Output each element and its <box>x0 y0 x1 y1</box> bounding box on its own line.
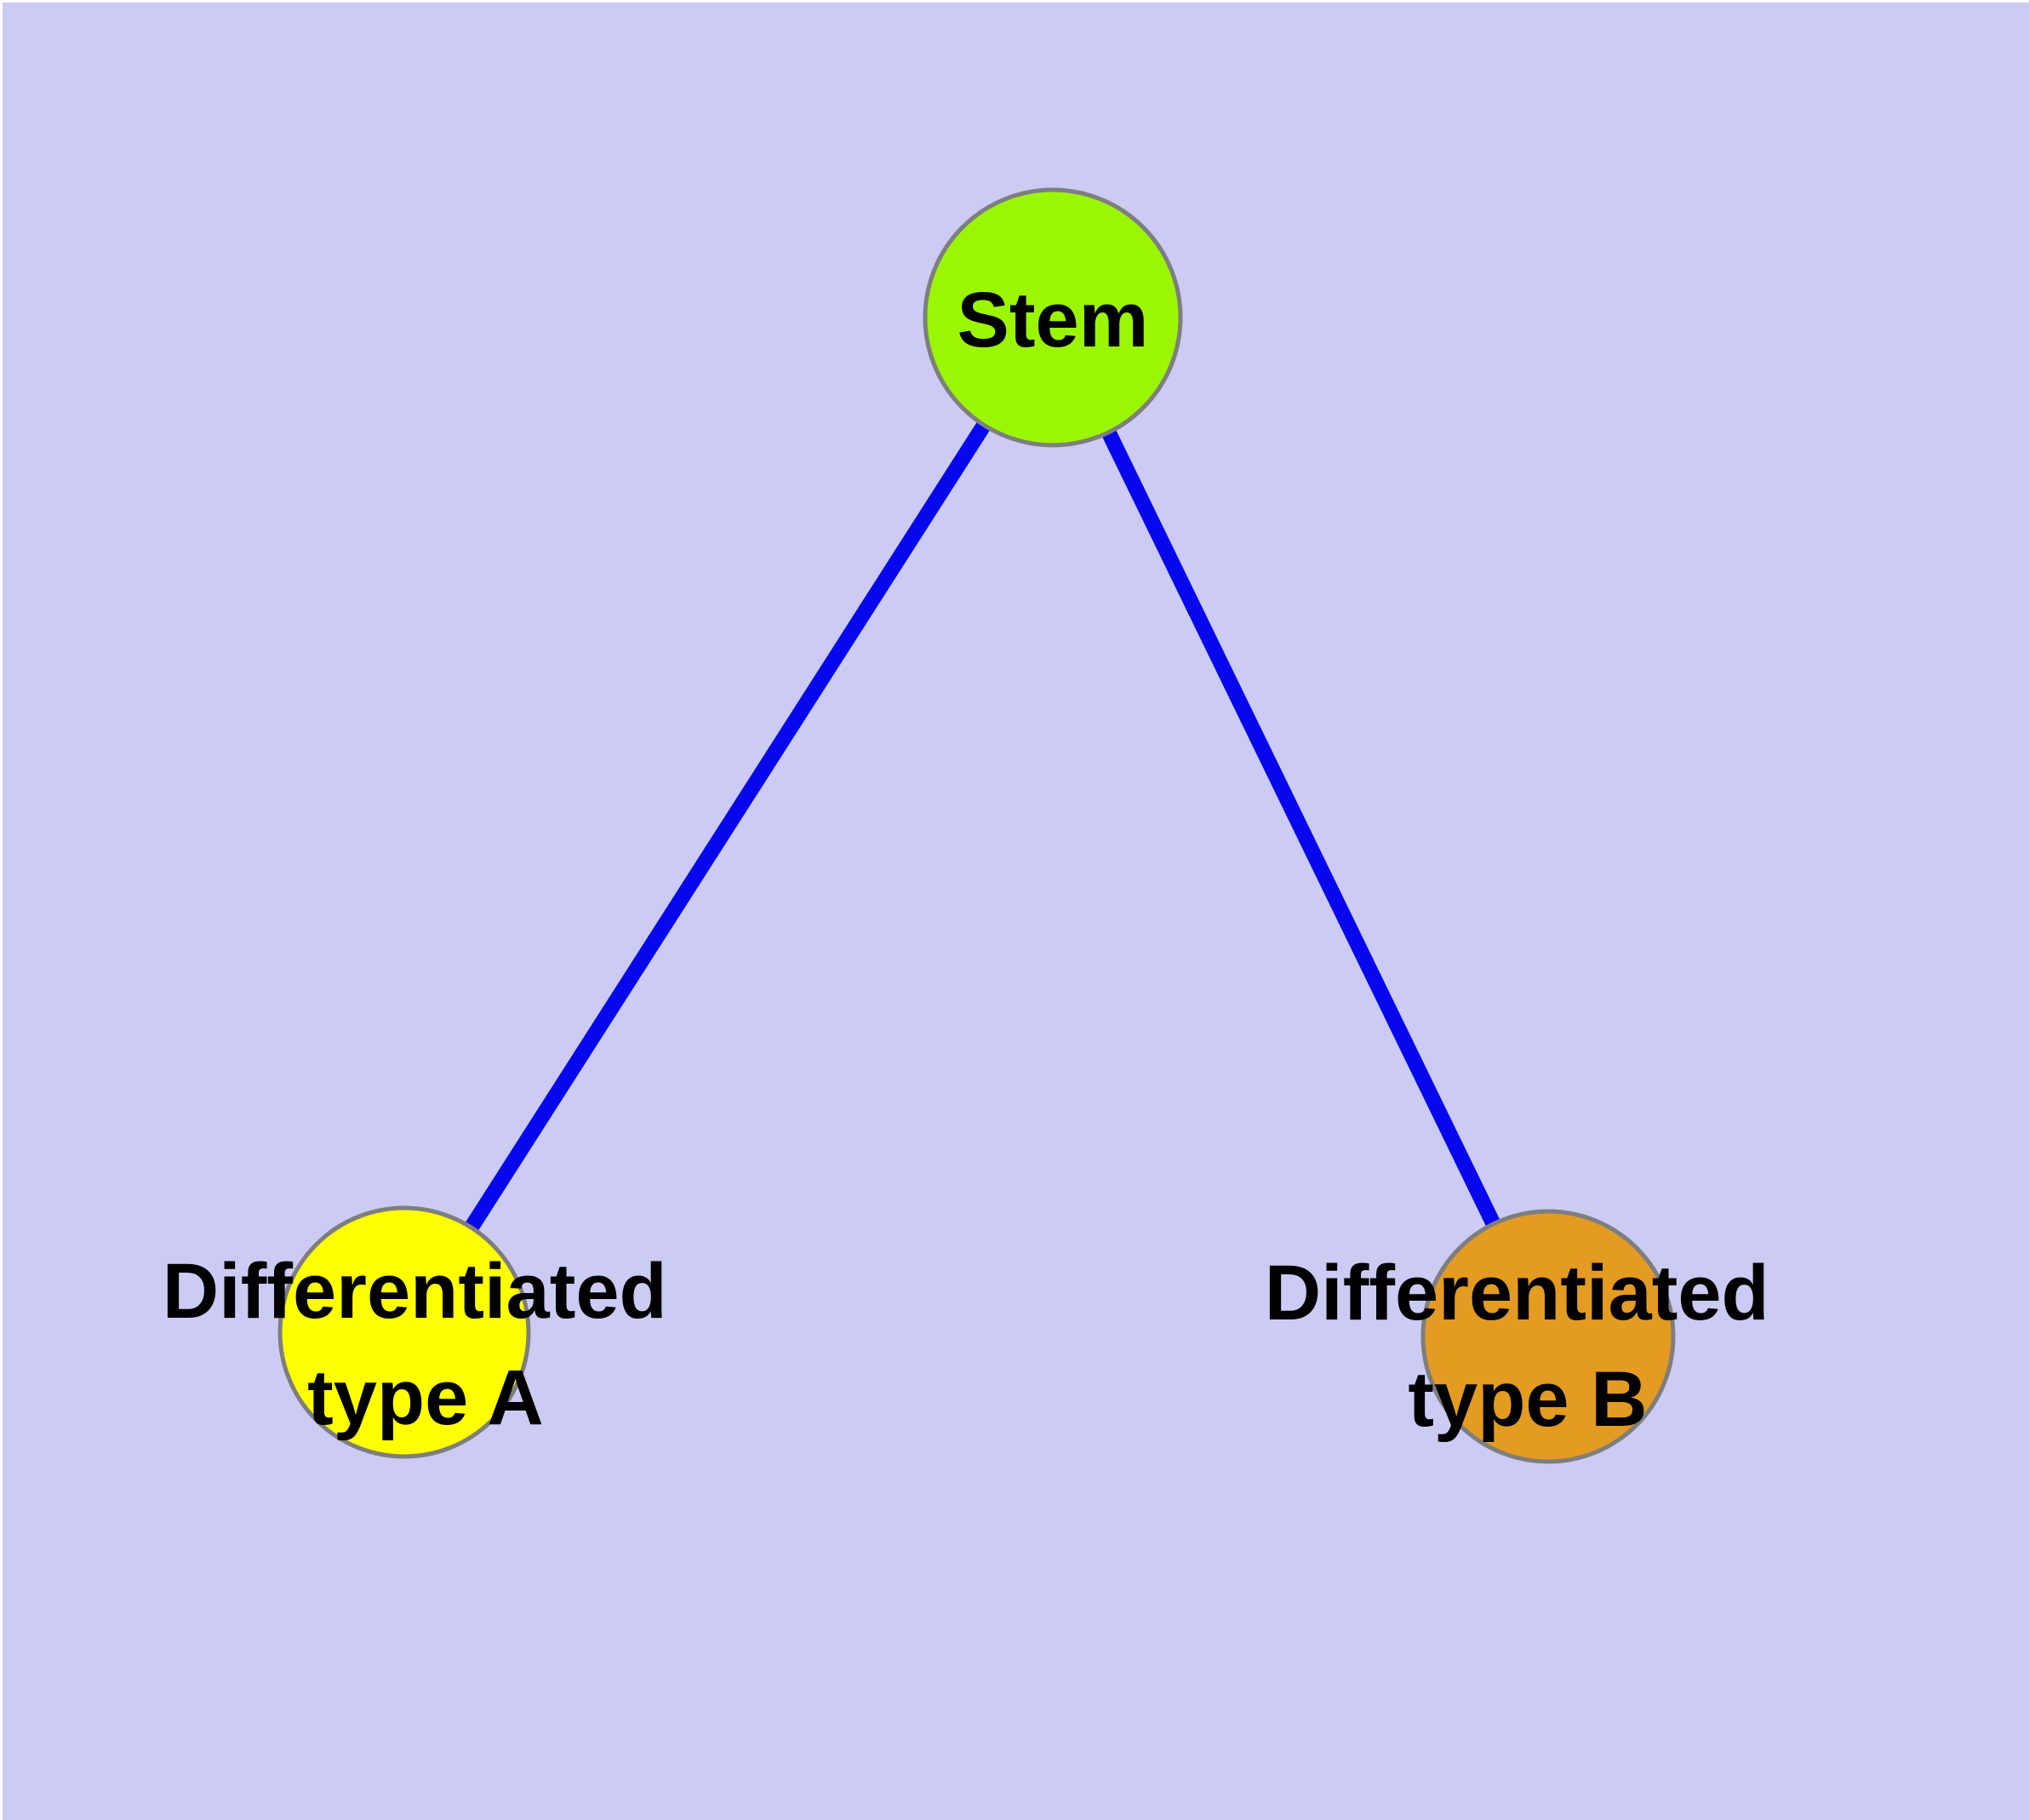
node-stem <box>923 187 1183 448</box>
node-differentiated-type-a-label-line1: Differentiated <box>163 1248 667 1335</box>
node-differentiated-type-b-label-line2: type B <box>1408 1356 1647 1443</box>
node-differentiated-type-b-label: Differentiated type B <box>1265 1250 1792 1443</box>
node-differentiated-type-b-label-line1: Differentiated <box>1265 1250 1769 1336</box>
node-differentiated-type-a-label-line2: type A <box>307 1354 544 1441</box>
edge-stem-to-type-a <box>397 313 1060 1336</box>
node-stem-label: Stem <box>957 277 1149 363</box>
node-differentiated-type-a-label: Differentiated type A <box>163 1248 689 1441</box>
node-differentiated-type-a <box>277 1205 531 1459</box>
edge-stem-to-type-b <box>1045 314 1556 1340</box>
node-differentiated-type-b <box>1420 1209 1676 1464</box>
